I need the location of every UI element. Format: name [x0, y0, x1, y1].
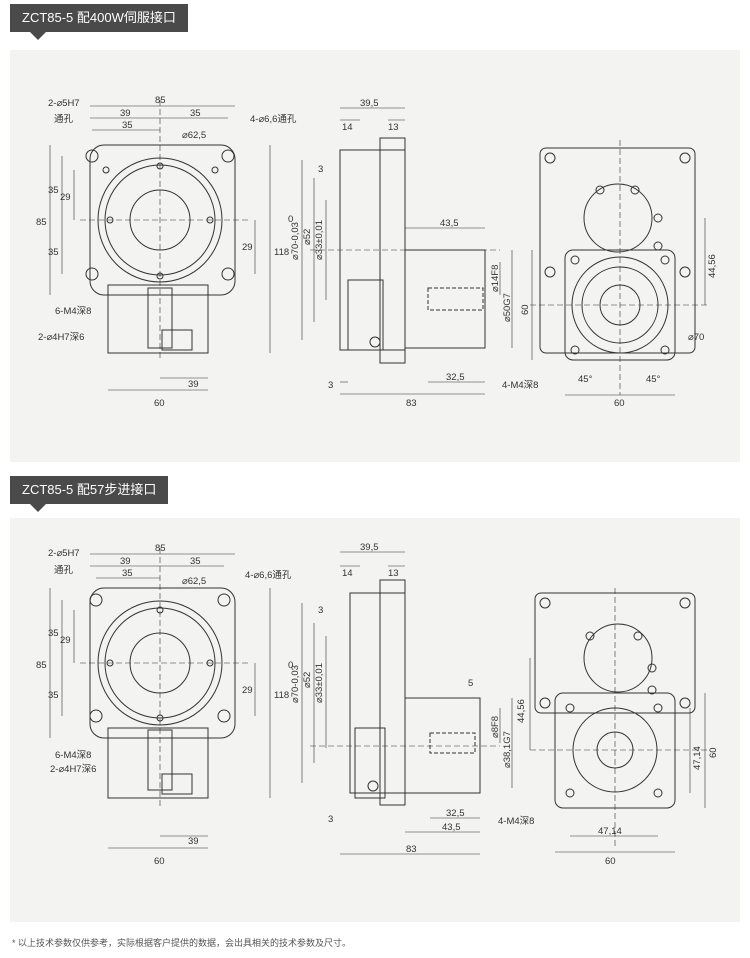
rear-view [530, 588, 710, 848]
mounting-hole-label: 4-⌀6,6通孔 [245, 570, 292, 581]
dim-14: 14 [342, 122, 353, 133]
dim-phi70-rear: ⌀70 [688, 332, 704, 343]
dim-43-5: 43,5 [440, 218, 459, 229]
dim-60-bottom: 60 [154, 856, 165, 867]
dim-3-bottom: 3 [328, 380, 333, 391]
technical-drawing-stepper: 2-⌀5H7 通孔 85 39 35 35 ⌀62,5 4-⌀6,6通孔 35 … [36, 542, 719, 867]
dim-13: 13 [388, 122, 399, 133]
dim-32-5: 32,5 [446, 372, 465, 383]
rear-thread-label: 4-M4深8 [498, 816, 534, 827]
dim-44-56: 44,56 [707, 254, 718, 278]
dim-43-5: 43,5 [442, 822, 461, 833]
dim-118-v: 118 [274, 690, 289, 701]
dim-5: 5 [468, 678, 473, 689]
dim-14: 14 [342, 568, 353, 579]
dim-60-v-rear: 60 [520, 304, 531, 315]
drawing-panel-servo: 2-⌀5H7 通孔 85 39 35 35 ⌀62,5 4-⌀6,6通孔 35 … [10, 50, 740, 462]
dim-29-v-right: 29 [242, 685, 253, 696]
dim-3-bottom: 3 [328, 814, 333, 825]
drawing-panel-stepper: 2-⌀5H7 通孔 85 39 35 35 ⌀62,5 4-⌀6,6通孔 35 … [10, 518, 740, 922]
dim-83: 83 [406, 844, 417, 855]
thread-label: 6-M4深8 [55, 750, 91, 761]
pin-hole-label: 2-⌀5H7 [48, 548, 80, 559]
section-title-tab: ZCT85-5 配400W伺服接口 [10, 4, 188, 40]
dim-39-bottom: 39 [188, 836, 199, 847]
dim-3-top: 3 [318, 164, 323, 175]
dim-phi50g7: ⌀50G7 [502, 293, 513, 322]
footnote: * 以上技术参数仅供参考，实际根据客户提供的数据，会出具相关的技术参数及尺寸。 [12, 938, 352, 948]
dowel-label: 2-⌀4H7深6 [50, 764, 96, 775]
dim-29-v-upper: 29 [60, 635, 71, 646]
dim-zero: 0 [288, 660, 293, 671]
dim-13: 13 [388, 568, 399, 579]
rear-view [530, 140, 710, 395]
section-title: ZCT85-5 配400W伺服接口 [22, 10, 176, 25]
dim-phi52: ⌀52 [302, 229, 313, 245]
rear-thread-label: 4-M4深8 [502, 380, 538, 391]
dim-35-v-lower: 35 [48, 247, 59, 258]
thread-label: 6-M4深8 [55, 306, 91, 317]
technical-drawing-servo: 2-⌀5H7 通孔 85 39 35 35 ⌀62,5 4-⌀6,6通孔 35 … [36, 95, 718, 409]
dim-60-v-rear: 60 [708, 747, 719, 758]
dim-29-v-upper: 29 [60, 192, 71, 203]
dim-phi33: ⌀33±0,01 [314, 663, 325, 703]
dim-35-top-right: 35 [190, 556, 201, 567]
dim-phi33: ⌀33±0,01 [314, 220, 325, 260]
dim-60-rear: 60 [605, 856, 616, 867]
dim-35-top-left: 35 [122, 568, 133, 579]
dim-phi14f8: ⌀14F8 [490, 265, 501, 292]
dim-85-v: 85 [36, 217, 47, 228]
dim-29-v-right: 29 [242, 242, 253, 253]
through-hole-label: 通孔 [54, 114, 74, 125]
dim-118-v: 118 [274, 247, 289, 258]
dim-39-5: 39,5 [360, 98, 379, 109]
dim-85-top: 85 [155, 95, 166, 106]
section-title-tab: ZCT85-5 配57步进接口 [10, 476, 169, 512]
dim-35-top-left: 35 [122, 120, 133, 131]
dim-85-top: 85 [155, 543, 166, 554]
dim-47-14-v: 47,14 [692, 746, 703, 770]
dim-62-5: ⌀62,5 [182, 576, 206, 587]
dim-83: 83 [406, 398, 417, 409]
side-view [310, 579, 500, 806]
section-title: ZCT85-5 配57步进接口 [22, 482, 157, 497]
dim-phi38-1g7: ⌀38,1G7 [502, 731, 513, 768]
dim-phi8f8: ⌀8F8 [490, 716, 501, 738]
dim-62-5: ⌀62,5 [182, 130, 206, 141]
dim-60-bottom: 60 [154, 398, 165, 409]
angle-45-right: 45° [646, 374, 661, 385]
dim-60-rear: 60 [614, 398, 625, 409]
dim-35-top-right: 35 [190, 108, 201, 119]
angle-45-left: 45° [578, 374, 593, 385]
side-view [310, 137, 500, 364]
dim-35-v-upper: 35 [48, 185, 59, 196]
dim-phi52: ⌀52 [302, 672, 313, 688]
dim-32-5: 32,5 [446, 808, 465, 819]
dim-phi70: ⌀70-0,03 [290, 665, 301, 703]
dim-39-top: 39 [120, 556, 131, 567]
dim-39-5: 39,5 [360, 542, 379, 553]
dowel-label: 2-⌀4H7深6 [38, 332, 84, 343]
through-hole-label: 通孔 [54, 565, 74, 576]
mounting-hole-label: 4-⌀6,6通孔 [250, 114, 297, 125]
dim-3-top: 3 [318, 605, 323, 616]
dim-phi70: ⌀70-0,03 [290, 222, 301, 260]
dim-85-v: 85 [36, 660, 47, 671]
dim-44-56: 44,56 [516, 699, 527, 723]
dim-39-bottom: 39 [188, 379, 199, 390]
dim-35-v-lower: 35 [48, 690, 59, 701]
dim-zero: 0 [288, 214, 293, 225]
dim-39-top: 39 [120, 108, 131, 119]
front-view [80, 100, 250, 360]
dim-47-14: 47,14 [598, 826, 622, 837]
pin-hole-label: 2-⌀5H7 [48, 98, 80, 109]
front-view [80, 548, 250, 808]
dim-35-v-upper: 35 [48, 628, 59, 639]
